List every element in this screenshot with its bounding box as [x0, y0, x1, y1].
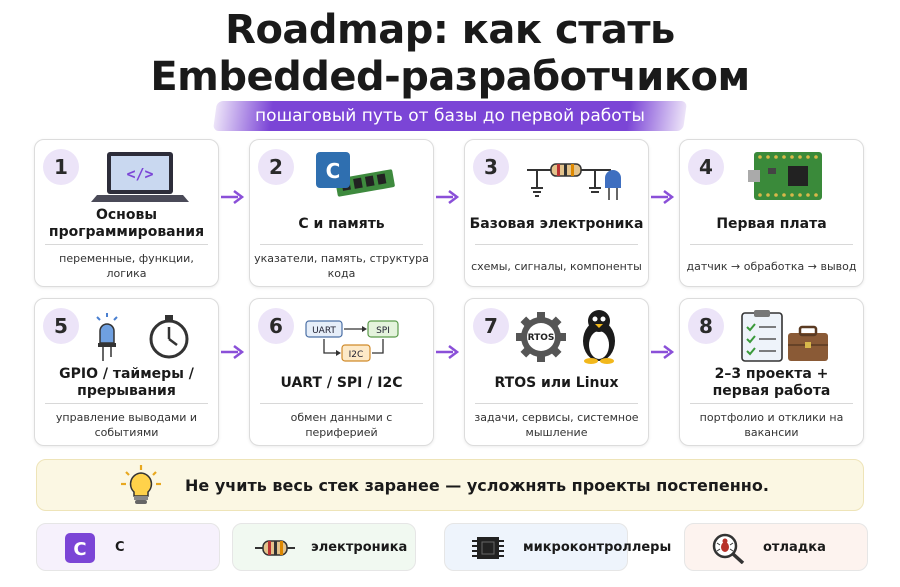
- arrow-right-icon: [436, 345, 460, 359]
- step-description: обмен данными с периферией: [290, 411, 393, 439]
- arrow-right-icon: [651, 190, 675, 204]
- divider: [260, 244, 423, 245]
- divider: [690, 403, 853, 404]
- c-language-memory-icon: C: [298, 148, 428, 206]
- step-description: портфолио и отклики на вакансии: [699, 411, 844, 439]
- step-number: 8: [688, 308, 724, 344]
- magnifier-bug-icon: [712, 533, 745, 564]
- step-description: задачи, сервисы, системное мышление: [474, 411, 639, 439]
- chip-c: C C: [36, 523, 220, 571]
- step-card-4: 4 Первая плата датчик → обработка → выво…: [679, 139, 864, 287]
- step-number: 6: [258, 308, 294, 344]
- step-title: RTOS или Linux: [494, 374, 619, 391]
- uart-label: UART: [312, 326, 336, 336]
- lightbulb-icon: [121, 465, 161, 504]
- chip-microcontrollers: микроконтроллеры: [444, 523, 671, 571]
- tip-text: Не учить весь стек заранее — усложнять п…: [185, 476, 769, 495]
- step-title: 2–3 проекта + первая работа: [712, 366, 831, 399]
- step-title: GPIO / таймеры / прерывания: [59, 366, 194, 399]
- divider: [260, 403, 423, 404]
- step-number: 2: [258, 149, 294, 185]
- chip-label: микроконтроллеры: [523, 540, 672, 555]
- divider: [475, 244, 638, 245]
- c-badge-text: C: [73, 539, 86, 560]
- step-number: 5: [43, 308, 79, 344]
- step-number: 1: [43, 149, 79, 185]
- step-title: Базовая электроника: [469, 215, 644, 232]
- arrow-right-icon: [221, 345, 245, 359]
- chip-debugging: отладка: [684, 523, 868, 571]
- step-card-5: 5 GPIO / таймеры / прерывания управление…: [34, 298, 219, 446]
- subtitle-banner: пошаговый путь от базы до первой работы: [212, 101, 688, 131]
- divider: [45, 244, 208, 245]
- c-badge-icon: C: [65, 533, 95, 563]
- resistor-icon: [255, 540, 295, 556]
- step-number: 3: [473, 149, 509, 185]
- divider: [45, 403, 208, 404]
- arrow-right-icon: [221, 190, 245, 204]
- divider: [475, 403, 638, 404]
- svg-text:</>: </>: [126, 165, 153, 183]
- step-title: C и память: [298, 215, 385, 232]
- gear-penguin-icon: RTOS: [513, 307, 643, 365]
- dev-board-icon: [728, 148, 858, 206]
- tip-banner: Не учить весь стек заранее — усложнять п…: [36, 459, 864, 511]
- step-description: схемы, сигналы, компоненты: [471, 259, 642, 273]
- chip-label: отладка: [763, 540, 826, 555]
- step-description: переменные, функции, логика: [59, 252, 194, 280]
- step-title: UART / SPI / I2C: [280, 374, 403, 391]
- step-title: Основы программирования: [48, 207, 205, 240]
- step-title: Первая плата: [716, 215, 827, 232]
- spi-label: SPI: [376, 326, 390, 336]
- circuit-resistor-led-icon: [513, 148, 643, 206]
- step-card-8: 8 2–3 проекта + первая работа портфолио …: [679, 298, 864, 446]
- page-title-line2: Embedded-разработчиком: [150, 54, 750, 100]
- step-card-3: 3 Базовая электроника схемы, сигналы, ко…: [464, 139, 649, 287]
- i2c-label: I2C: [349, 350, 364, 360]
- step-description: указатели, память, структура кода: [254, 252, 429, 280]
- bus-protocols-icon: UART SPI I2C: [298, 307, 428, 365]
- checklist-briefcase-icon: [728, 307, 858, 365]
- step-card-6: 6 UART SPI I2C UART / SPI / I2C обмен да…: [249, 298, 434, 446]
- chip-label: C: [115, 540, 125, 555]
- step-card-7: 7 RTOS RTOS или Linux задачи, сер: [464, 298, 649, 446]
- step-card-1: 1 </> Основы программирования переменные…: [34, 139, 219, 287]
- chip-label: электроника: [311, 540, 408, 555]
- step-card-2: 2 C C и память указатели, память, структ…: [249, 139, 434, 287]
- laptop-code-icon: </>: [83, 148, 213, 206]
- subtitle: пошаговый путь от базы до первой работы: [255, 106, 645, 126]
- divider: [690, 244, 853, 245]
- arrow-right-icon: [436, 190, 460, 204]
- page-title-line1: Roadmap: как стать: [225, 7, 675, 53]
- step-number: 7: [473, 308, 509, 344]
- step-description: управление выводами и событиями: [55, 411, 198, 439]
- step-description: датчик → обработка → вывод: [686, 259, 857, 273]
- rtos-badge-text: RTOS: [528, 333, 555, 343]
- chip-icon: [472, 537, 504, 559]
- chip-electronics: электроника: [232, 523, 416, 571]
- led-stopwatch-icon: [83, 307, 213, 365]
- arrow-right-icon: [651, 345, 675, 359]
- c-badge-text: C: [326, 159, 341, 183]
- step-number: 4: [688, 149, 724, 185]
